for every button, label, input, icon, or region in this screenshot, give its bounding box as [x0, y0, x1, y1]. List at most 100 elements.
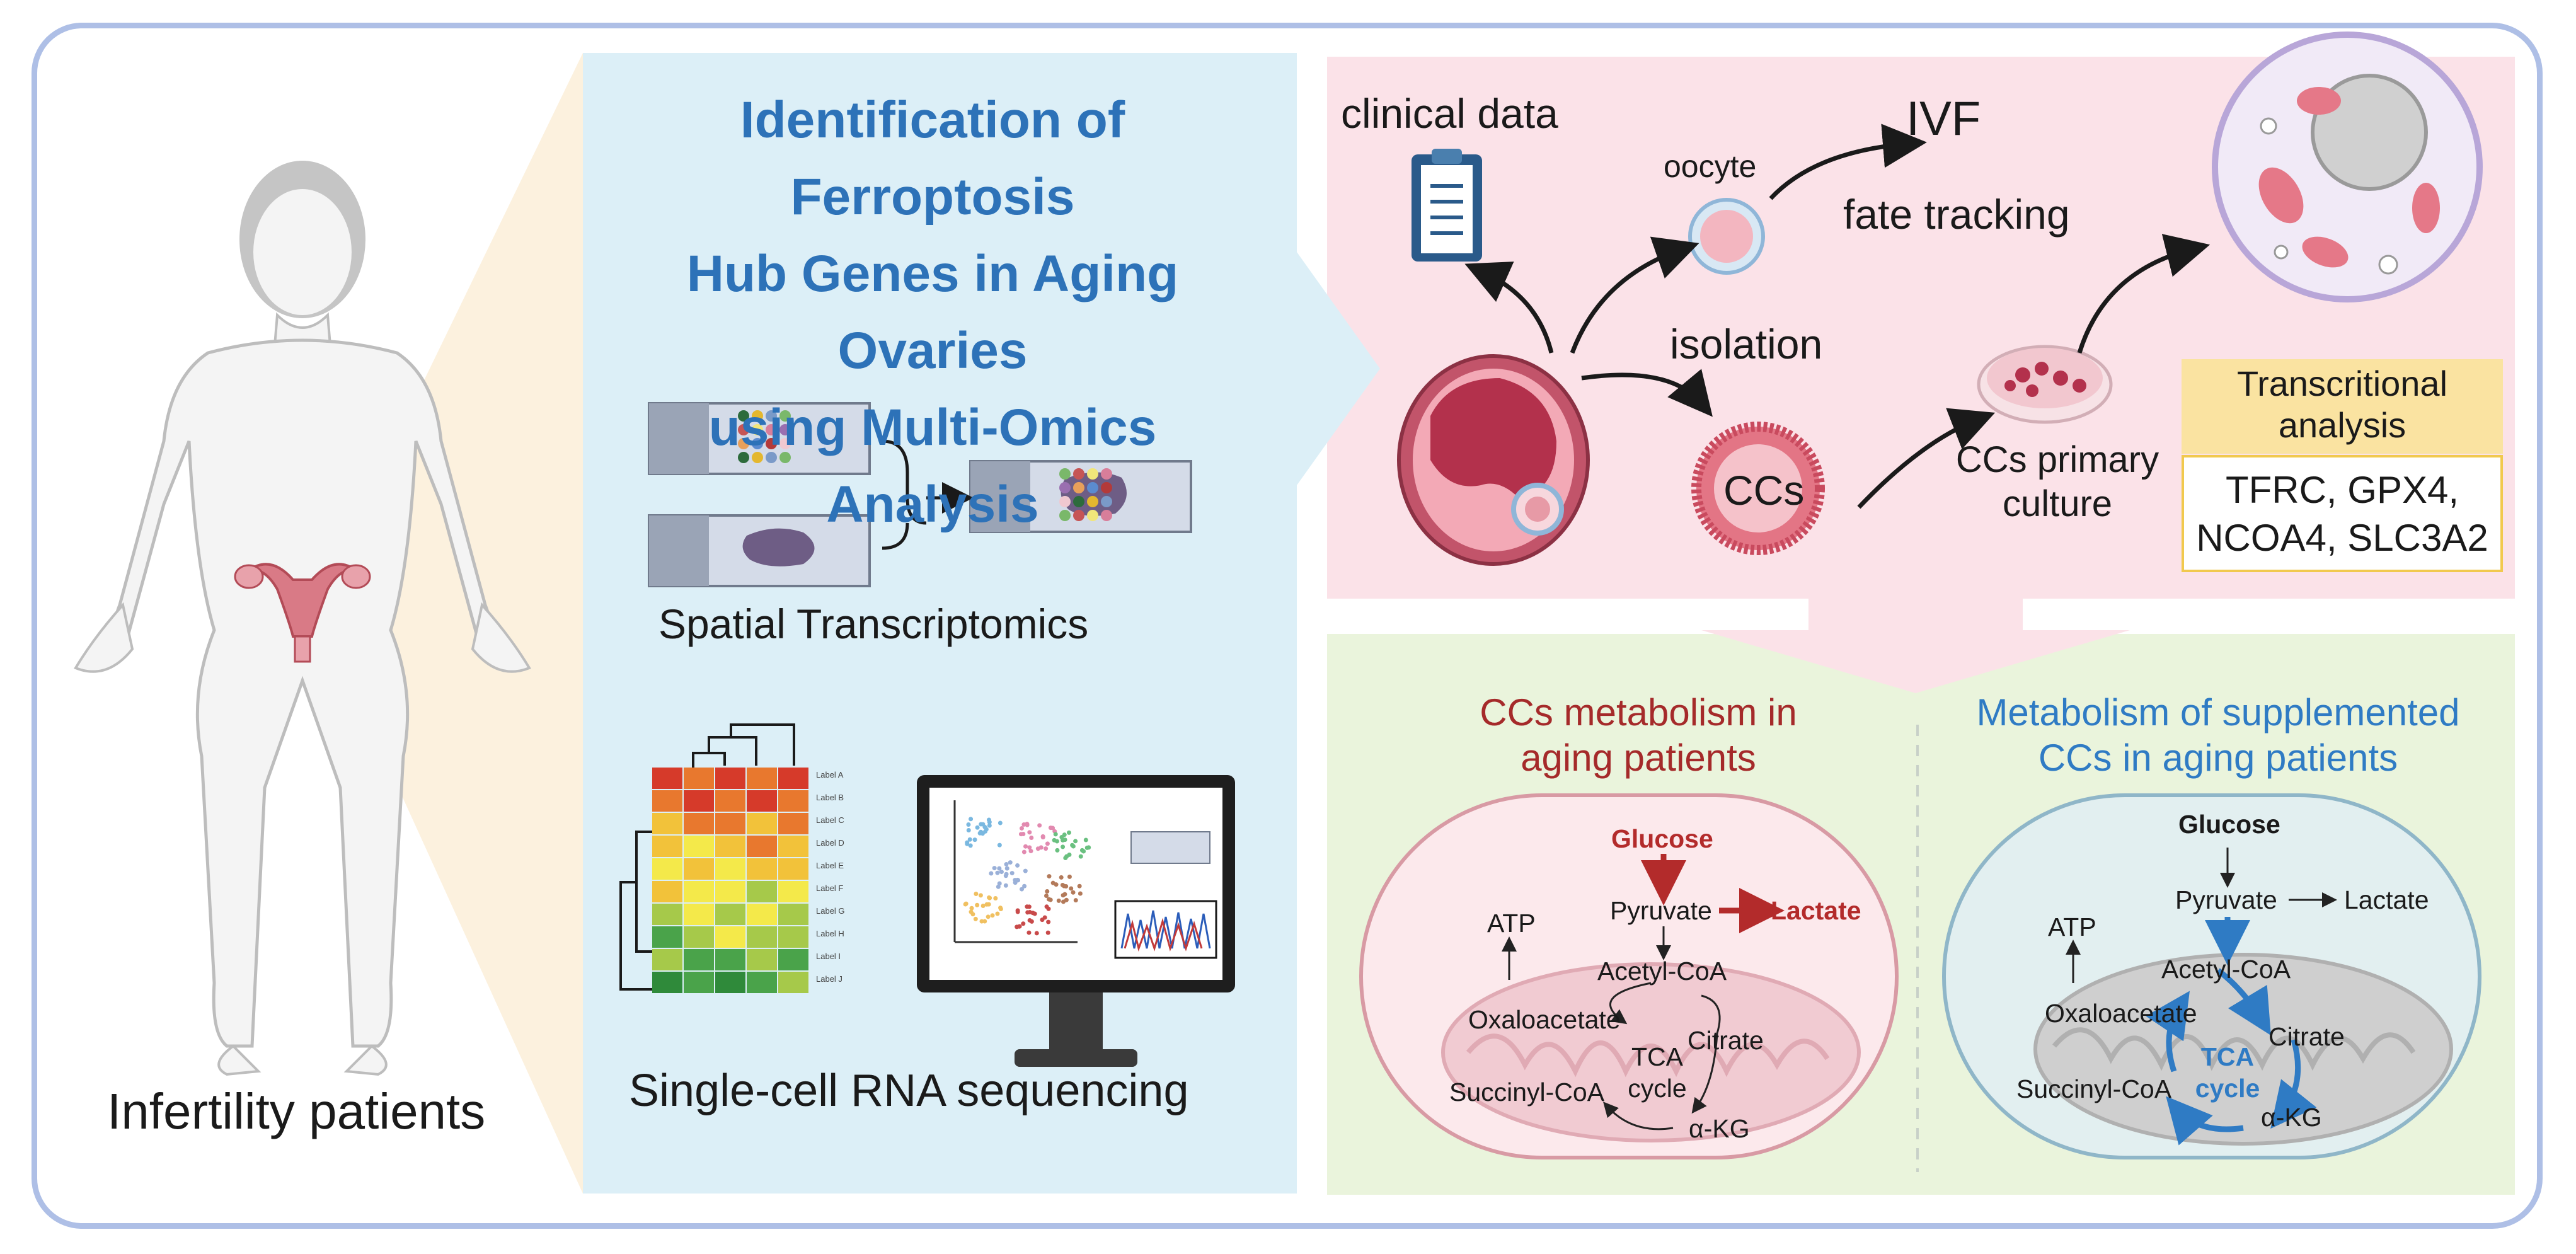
scatter-point: [1048, 897, 1053, 902]
scatter-point: [995, 870, 1000, 875]
scatter-point: [1062, 892, 1067, 897]
slide-dot: [1059, 468, 1071, 480]
scatter-point: [982, 824, 987, 829]
scatter-point: [1050, 880, 1055, 885]
slide-dot: [738, 424, 749, 435]
scatter-point: [1045, 930, 1050, 935]
heatmap-cell: [715, 926, 745, 948]
scatter-point: [979, 822, 984, 827]
scatter-point: [1059, 875, 1064, 880]
heatmap-cell: [684, 836, 714, 857]
slide-dot: [1087, 482, 1098, 493]
scatter-point: [1081, 849, 1086, 854]
slide-dot: [1101, 468, 1112, 480]
tsne-scatter: [963, 817, 1091, 936]
scatter-point: [970, 912, 975, 917]
scatter-point: [1027, 830, 1032, 835]
heatmap-cell: [778, 836, 808, 857]
slide-dot: [752, 452, 763, 463]
heatmap-cell: [652, 790, 682, 812]
spatial-transcriptomics-label: Spatial Transcriptomics: [658, 601, 1089, 647]
heatmap-cell: [747, 904, 777, 925]
ovary-follicle: [1397, 354, 1590, 566]
scatter-point: [1025, 910, 1030, 915]
heatmap-cell: [652, 949, 682, 970]
heatmap-row-label: Label F: [816, 883, 844, 893]
scatter-point: [1071, 890, 1076, 895]
heatmap-cell: [778, 790, 808, 812]
scatter-point: [1021, 921, 1026, 926]
scatter-point: [1026, 904, 1032, 909]
scatter-point: [972, 837, 977, 843]
slide-dot: [1059, 510, 1071, 521]
heatmap-cell: [652, 881, 682, 902]
scatter-point: [1047, 874, 1052, 879]
scatter-point: [980, 903, 986, 908]
scatter-point: [990, 913, 995, 918]
scatter-point: [969, 906, 974, 911]
scatter-point: [973, 916, 978, 921]
clipboard-icon: [1412, 149, 1482, 262]
heatmap-cell: [715, 972, 745, 993]
genes-line-1: TFRC, GPX4,: [2225, 469, 2459, 511]
scatter-point: [1045, 889, 1050, 894]
heatmap-row-label: Label C: [816, 815, 844, 825]
scatter-point: [977, 831, 982, 836]
scatter-point: [1086, 845, 1091, 850]
heatmap-row-label: Label E: [816, 861, 844, 870]
scatter-point: [1073, 839, 1078, 844]
scatter-point: [978, 893, 983, 898]
left-tca-line-2: cycle: [1628, 1074, 1687, 1103]
slide-dot: [766, 438, 777, 449]
cell-right: [1942, 793, 2481, 1159]
scatter-point: [1064, 883, 1069, 889]
right-title-line-1: Metabolism of supplemented: [1976, 691, 2460, 733]
petri-dish: [1977, 345, 2113, 424]
scatter-point: [1078, 854, 1083, 859]
isolation-label: isolation: [1670, 321, 1823, 367]
scatter-point: [1023, 844, 1028, 849]
heatmap-cell: [778, 926, 808, 948]
slide-dot: [1059, 496, 1071, 507]
scatter-point: [998, 820, 1003, 825]
scatter-point: [1003, 883, 1008, 888]
slide-dot: [1073, 482, 1084, 493]
scatter-point: [987, 823, 992, 828]
heatmap-row-label: Label A: [816, 770, 844, 779]
scatter-point: [1004, 866, 1009, 871]
slide-dot: [766, 410, 777, 422]
heatmap-cell: [778, 768, 808, 789]
scatter-point: [975, 825, 980, 830]
pink-down-arrow: [1701, 599, 2130, 693]
scatter-point: [966, 827, 971, 832]
slide-dot: [738, 438, 749, 449]
scatter-point: [969, 817, 974, 822]
slide-dot: [738, 410, 749, 422]
heatmap-cell: [684, 926, 714, 948]
left-atp: ATP: [1487, 909, 1536, 938]
heatmap-cell: [684, 858, 714, 880]
scatter-point: [1009, 871, 1015, 876]
transcriptional-line-1: Transcritional: [2236, 364, 2448, 403]
heatmap-row-label: Label H: [816, 929, 844, 938]
scatter-point: [1029, 835, 1034, 840]
heatmap-cell: [652, 836, 682, 857]
scatter-point: [1060, 882, 1065, 887]
scatter-point: [999, 870, 1004, 875]
heatmap-cell: [652, 972, 682, 993]
scatter-point: [1066, 830, 1071, 835]
heatmap-cell: [684, 949, 714, 970]
oocyte-label: oocyte: [1664, 149, 1757, 184]
slide-dot: [1059, 482, 1071, 493]
scatter-point: [965, 841, 970, 846]
scatter-point: [1067, 874, 1072, 879]
blue-arrow-tip: [1297, 252, 1380, 485]
scatter-point: [1021, 832, 1026, 837]
infertility-patients-label: Infertility patients: [107, 1083, 486, 1139]
heatmap-cell: [778, 881, 808, 902]
scatter-point: [1028, 849, 1033, 854]
heatmap-cell: [652, 926, 682, 948]
heatmap-cell: [715, 813, 745, 834]
scatter-point: [1044, 846, 1049, 851]
